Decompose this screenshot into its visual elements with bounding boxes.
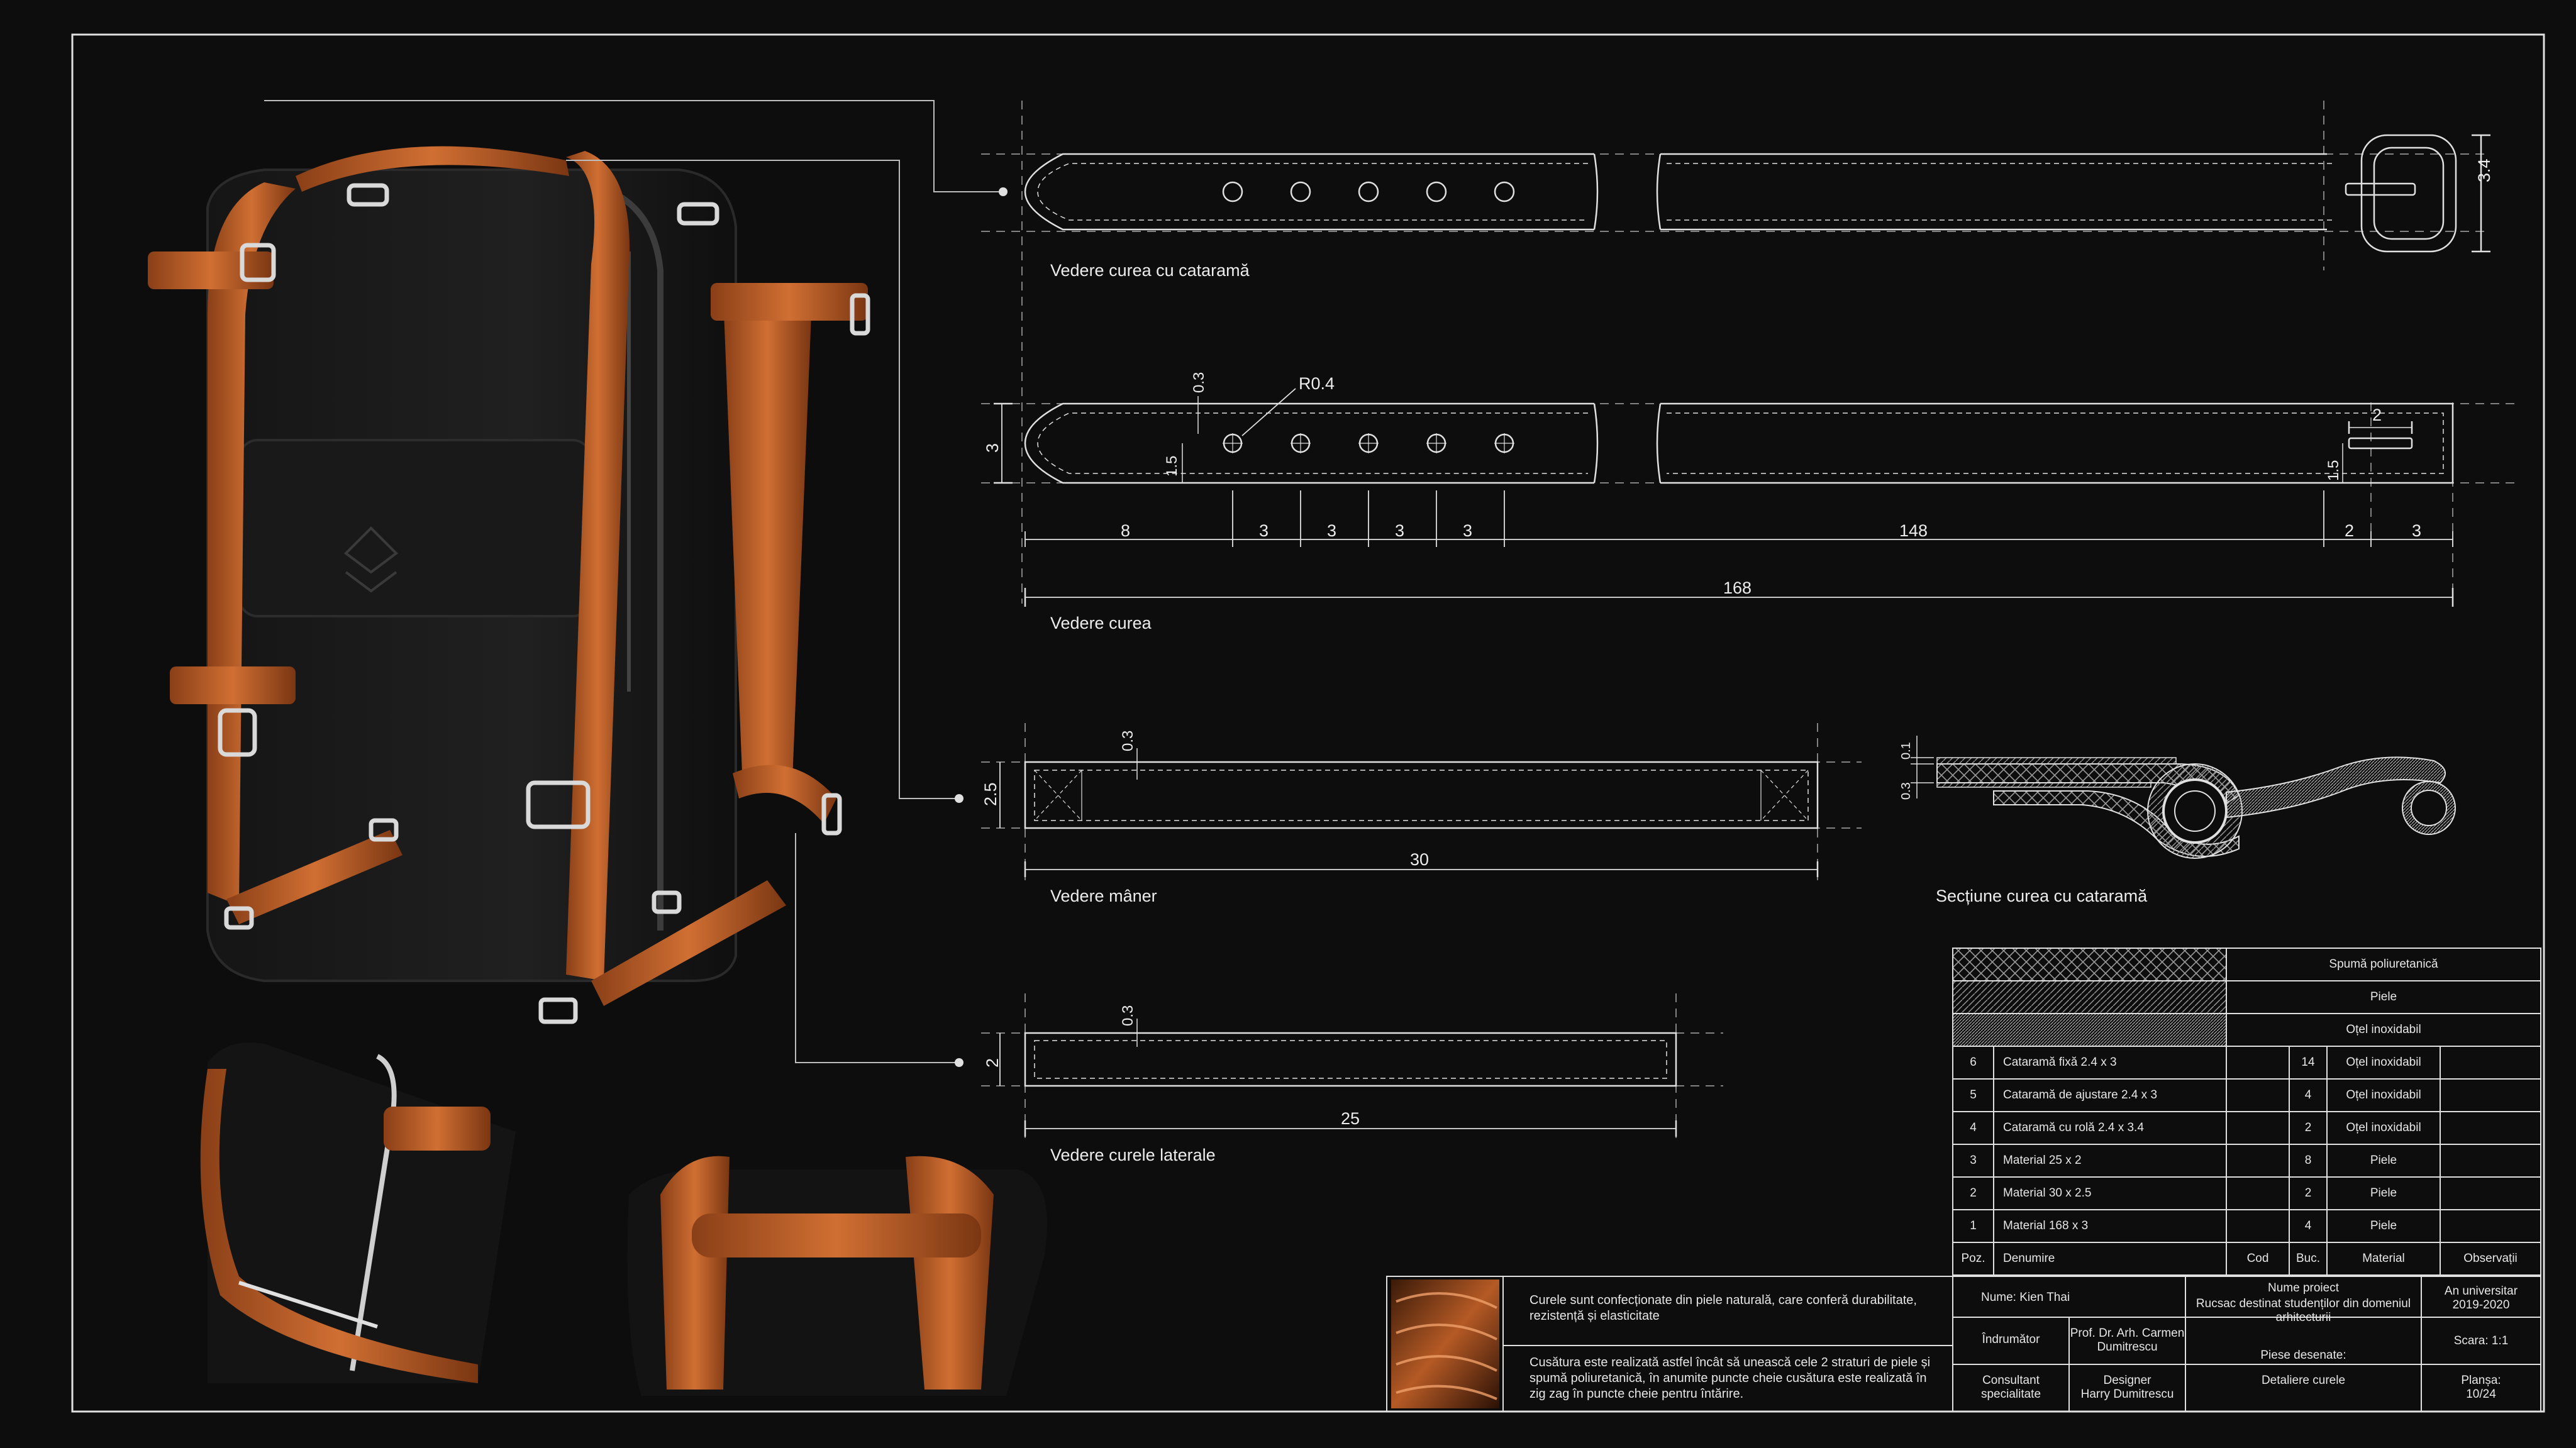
note-stitching: Cusătura este realizată astfel încât să … <box>1530 1356 1931 1401</box>
dim-seg-3a: 3 <box>1259 521 1269 540</box>
legend-steel: Oțel inoxidabil <box>2346 1023 2421 1036</box>
tb-tutor-label: Îndrumător <box>1982 1333 2040 1346</box>
part-qty: 14 <box>2301 1056 2315 1069</box>
dim-radius: R0.4 <box>1299 374 1335 393</box>
tb-drawings: Detaliere curele <box>2261 1374 2346 1387</box>
header-qty: Buc. <box>2296 1252 2321 1265</box>
dim-seg-3e: 3 <box>2412 521 2422 540</box>
dim-seg-3b: 3 <box>1327 521 1337 540</box>
dim-seg-3c: 3 <box>1395 521 1405 540</box>
tb-tutor: Prof. Dr. Arh. Carmen Dumitrescu <box>2070 1327 2185 1354</box>
parts-table-grid <box>1952 948 2541 1276</box>
part-material: Piele <box>2370 1154 2397 1167</box>
part-qty: 4 <box>2304 1219 2312 1232</box>
part-poz: 3 <box>1970 1154 1977 1167</box>
dim-buckle-height: 3.4 <box>2475 158 2494 182</box>
part-name: Material 168 x 3 <box>2003 1219 2089 1232</box>
detail-render-middle <box>627 1156 1047 1396</box>
dim-handle-offset: 0.3 <box>1119 730 1136 751</box>
detail-render-left <box>200 1042 516 1383</box>
dim-strap-width: 3 <box>983 443 1002 453</box>
title-block-grid <box>1386 1276 2541 1412</box>
legend-leather: Piele <box>2370 990 2397 1003</box>
view-buckle-strap <box>981 101 2490 604</box>
dim-side-length: 25 <box>1341 1109 1360 1128</box>
header-poz: Poz. <box>1961 1252 1985 1265</box>
view-label-section: Secțiune curea cu cataramă <box>1936 887 2148 905</box>
part-qty: 8 <box>2304 1154 2312 1167</box>
dim-seg-3d: 3 <box>1463 521 1473 540</box>
tb-scale: Scara: 1:1 <box>2453 1334 2509 1347</box>
tb-designer-label: Designer <box>2103 1374 2151 1387</box>
tb-project: Rucsac destinat studenților din domeniul… <box>2196 1297 2411 1324</box>
dim-slot-center: 1.5 <box>2325 460 2342 481</box>
legend-foam: Spumă poliuretanică <box>2329 958 2438 971</box>
sheet-border <box>71 33 2545 1413</box>
dim-total-168: 168 <box>1723 578 1752 597</box>
part-poz: 1 <box>1970 1219 1977 1232</box>
part-name: Material 30 x 2.5 <box>2003 1186 2092 1200</box>
part-qty: 2 <box>2304 1121 2312 1134</box>
view-label-strap: Vedere curea <box>1050 614 1152 633</box>
dim-slot-width: 2 <box>2372 406 2382 424</box>
dim-handle-length: 30 <box>1410 850 1430 869</box>
dim-section-bottom: 0.3 <box>1899 782 1913 800</box>
part-material: Piele <box>2370 1186 2397 1200</box>
part-name: Cataramă de ajustare 2.4 x 3 <box>2003 1088 2158 1102</box>
part-name: Cataramă cu rolă 2.4 x 3.4 <box>2003 1121 2144 1134</box>
dim-seg-2: 2 <box>2345 521 2355 540</box>
tb-project-label: Nume proiect <box>2268 1281 2339 1295</box>
part-poz: 2 <box>1970 1186 1977 1200</box>
part-name: Material 25 x 2 <box>2003 1154 2082 1167</box>
part-qty: 2 <box>2304 1186 2312 1200</box>
view-side-straps <box>981 993 1723 1138</box>
section-view <box>1911 736 2456 859</box>
part-material: Oțel inoxidabil <box>2346 1056 2421 1069</box>
leader-points <box>955 187 1008 1067</box>
header-name: Denumire <box>2003 1252 2055 1265</box>
dim-hole-center: 1.5 <box>1163 455 1180 477</box>
view-label-handle: Vedere mâner <box>1050 887 1157 905</box>
note-material: Curele sunt confecționate din piele natu… <box>1530 1293 1917 1323</box>
part-poz: 6 <box>1970 1056 1977 1069</box>
dim-section-top: 0.1 <box>1899 742 1913 760</box>
dim-handle-width: 2.5 <box>981 782 1000 806</box>
tb-year: 2019-2020 <box>2452 1298 2510 1312</box>
leader-lines <box>264 100 1003 1063</box>
header-code: Cod <box>2246 1252 2269 1265</box>
view-label-side-straps: Vedere curele laterale <box>1050 1146 1216 1164</box>
tb-designer: Harry Dumitrescu <box>2080 1388 2174 1401</box>
header-observations: Observații <box>2463 1252 2518 1265</box>
tb-consultant-label: Consultant specialitate <box>1980 1374 2041 1401</box>
dim-seg-8: 8 <box>1121 521 1131 540</box>
part-material: Oțel inoxidabil <box>2346 1088 2421 1102</box>
view-strap <box>981 388 2516 607</box>
tb-sheet-label: Planșa: <box>2461 1374 2501 1387</box>
dim-side-offset: 0.3 <box>1119 1005 1136 1026</box>
backpack-render <box>148 146 870 1024</box>
part-name: Cataramă fixă 2.4 x 3 <box>2003 1056 2117 1069</box>
dim-side-width: 2 <box>983 1058 1002 1068</box>
view-handle <box>981 723 1862 880</box>
tb-drawings-label: Piese desenate: <box>2260 1349 2346 1362</box>
tb-sheet: 10/24 <box>2466 1388 2496 1401</box>
header-material: Material <box>2362 1252 2405 1265</box>
dim-seg-148: 148 <box>1899 521 1928 540</box>
part-material: Piele <box>2370 1219 2397 1232</box>
part-qty: 4 <box>2304 1088 2312 1102</box>
dim-hole-offset: 0.3 <box>1191 372 1208 393</box>
view-label-buckle-strap: Vedere curea cu cataramă <box>1050 261 1250 280</box>
part-poz: 4 <box>1970 1121 1977 1134</box>
tb-student-name: Nume: Kien Thai <box>1981 1291 2070 1304</box>
part-poz: 5 <box>1970 1088 1977 1102</box>
part-material: Oțel inoxidabil <box>2346 1121 2421 1134</box>
tb-year-label: An universitar <box>2444 1285 2518 1298</box>
